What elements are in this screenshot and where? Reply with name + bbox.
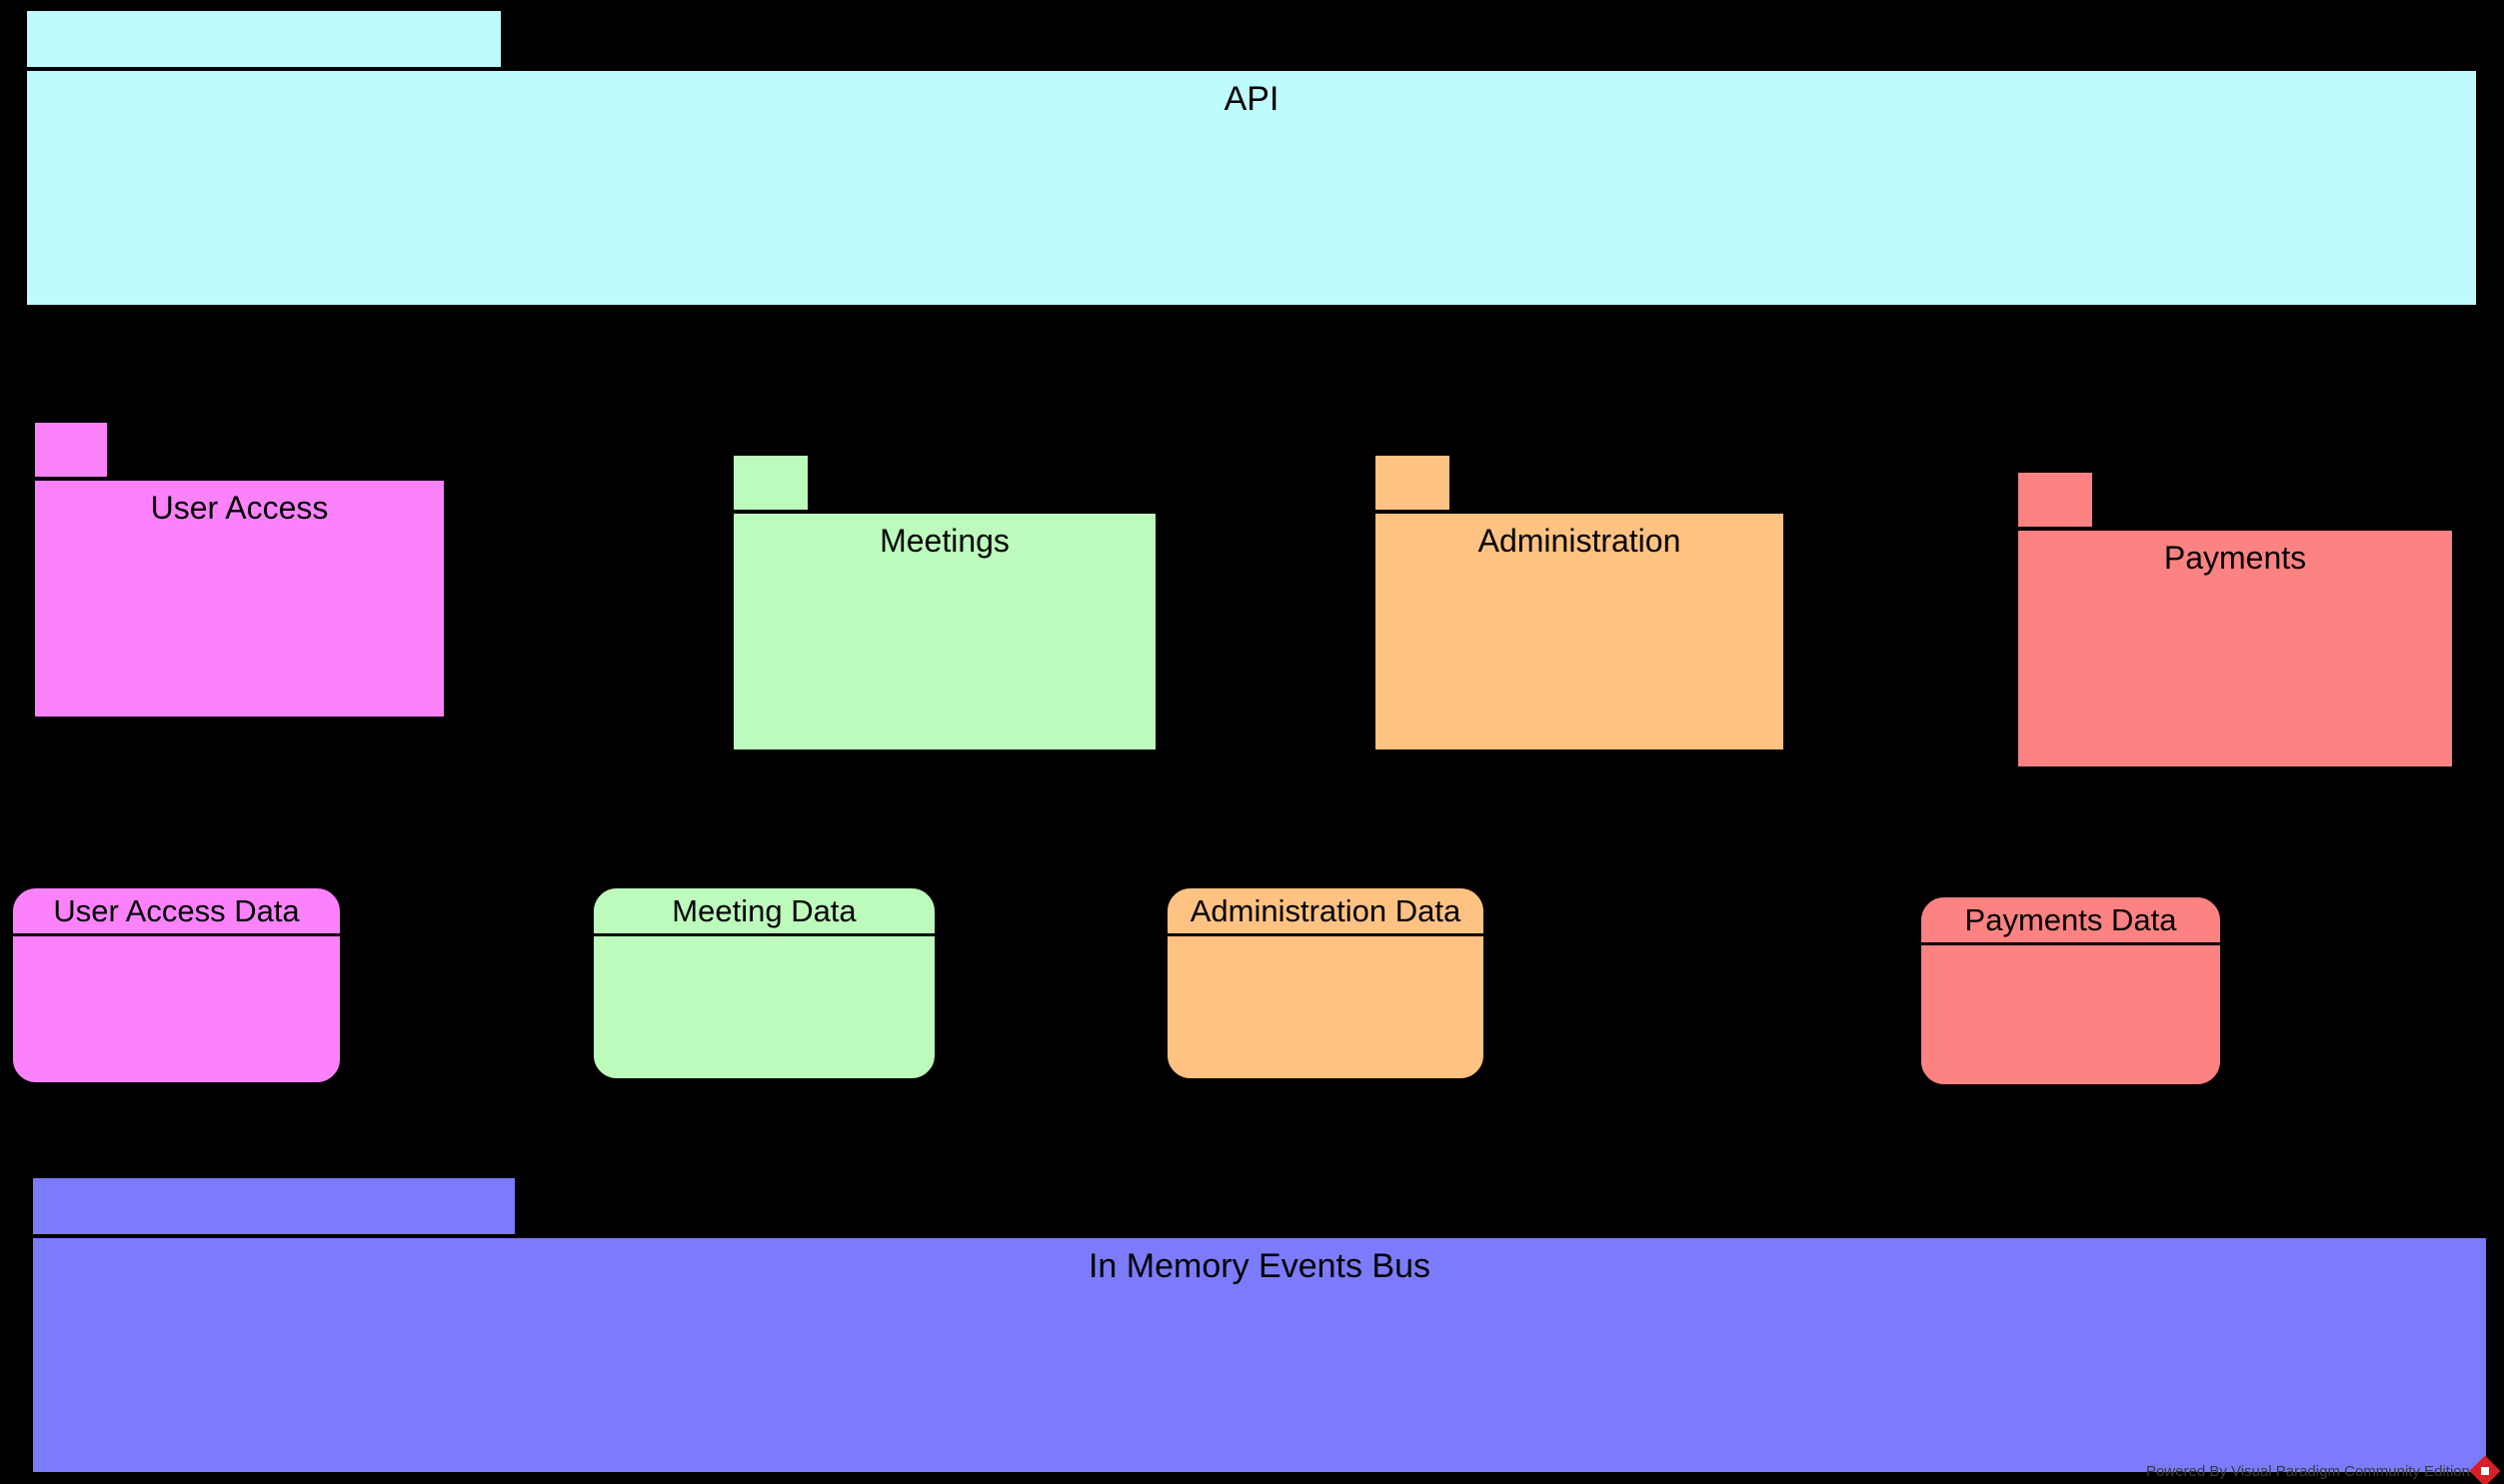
package-meetings[interactable]: Meetings bbox=[731, 453, 1159, 752]
package-api-body bbox=[24, 68, 2479, 308]
package-meetings-tab bbox=[731, 453, 811, 513]
datastore-payments-data[interactable]: Payments Data bbox=[1918, 894, 2223, 1087]
datastore-meeting-data-body bbox=[594, 936, 935, 1078]
datastore-payments-data-label: Payments Data bbox=[1921, 897, 2220, 945]
datastore-user-access-data-body bbox=[13, 936, 340, 1082]
package-payments-body bbox=[2015, 528, 2455, 769]
package-administration-tab bbox=[1372, 453, 1452, 513]
package-payments[interactable]: Payments bbox=[2015, 470, 2455, 769]
datastore-payments-data-body bbox=[1921, 945, 2220, 1084]
package-meetings-body bbox=[731, 511, 1159, 752]
package-user-access[interactable]: User Access bbox=[32, 420, 447, 720]
package-in-memory-events-bus-body bbox=[30, 1235, 2489, 1475]
package-payments-tab bbox=[2015, 470, 2095, 530]
package-administration-body bbox=[1372, 511, 1786, 752]
package-in-memory-events-bus[interactable]: In Memory Events Bus bbox=[30, 1175, 2489, 1475]
package-administration[interactable]: Administration bbox=[1372, 453, 1786, 752]
package-api[interactable]: API bbox=[24, 8, 2479, 308]
datastore-meeting-data-label: Meeting Data bbox=[594, 888, 935, 936]
datastore-administration-data-body bbox=[1168, 936, 1483, 1078]
package-user-access-tab bbox=[32, 420, 110, 480]
package-api-tab bbox=[24, 8, 504, 70]
datastore-administration-data[interactable]: Administration Data bbox=[1165, 885, 1486, 1081]
datastore-meeting-data[interactable]: Meeting Data bbox=[591, 885, 938, 1081]
datastore-administration-data-label: Administration Data bbox=[1168, 888, 1483, 936]
datastore-user-access-data-label: User Access Data bbox=[13, 888, 340, 936]
package-in-memory-events-bus-tab bbox=[30, 1175, 518, 1237]
package-user-access-body bbox=[32, 478, 447, 720]
datastore-user-access-data[interactable]: User Access Data bbox=[10, 885, 343, 1085]
